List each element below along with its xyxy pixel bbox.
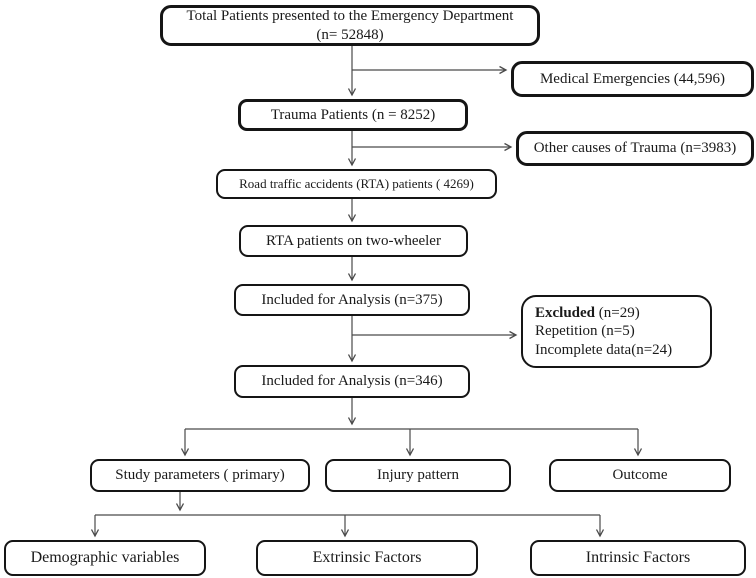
node-excluded-line2: Repetition (n=5)	[535, 323, 635, 340]
node-included-375: Included for Analysis (n=375)	[234, 284, 470, 316]
node-intrinsic-factors-label: Intrinsic Factors	[585, 549, 691, 567]
node-injury-pattern-label: Injury pattern	[376, 467, 460, 484]
node-medical-emergencies: Medical Emergencies (44,596)	[511, 61, 754, 97]
node-rta-two-wheeler: RTA patients on two-wheeler	[239, 225, 468, 257]
node-included-346-label: Included for Analysis (n=346)	[261, 373, 443, 390]
node-excluded-bold-rest: (n=29)	[595, 305, 640, 322]
node-study-parameters-label: Study parameters ( primary)	[115, 467, 285, 484]
node-medical-emergencies-label: Medical Emergencies (44,596)	[539, 70, 726, 87]
node-trauma-patients-label: Trauma Patients (n = 8252)	[270, 106, 436, 123]
node-intrinsic-factors: Intrinsic Factors	[530, 540, 746, 576]
node-outcome-label: Outcome	[612, 467, 668, 484]
node-excluded: Excluded (n=29) Repetition (n=5) Incompl…	[521, 295, 712, 368]
node-study-parameters: Study parameters ( primary)	[90, 459, 310, 492]
node-included-375-label: Included for Analysis (n=375)	[261, 291, 443, 308]
node-excluded-bold: Excluded	[535, 305, 596, 322]
node-included-346: Included for Analysis (n=346)	[234, 365, 470, 398]
node-extrinsic-factors: Extrinsic Factors	[256, 540, 478, 576]
node-demographic-variables-label: Demographic variables	[30, 549, 180, 567]
node-excluded-line3: Incomplete data(n=24)	[535, 341, 673, 358]
node-total-patients-label: Total Patients presented to the Emergenc…	[186, 8, 514, 25]
node-injury-pattern: Injury pattern	[325, 459, 511, 492]
node-trauma-patients: Trauma Patients (n = 8252)	[238, 99, 468, 131]
node-rta-patients-label: Road traffic accidents (RTA) patients ( …	[239, 176, 474, 192]
node-demographic-variables: Demographic variables	[4, 540, 206, 576]
node-other-causes-trauma: Other causes of Trauma (n=3983)	[516, 131, 754, 166]
node-rta-two-wheeler-label: RTA patients on two-wheeler	[266, 232, 441, 249]
node-total-patients-count: (n= 52848)	[316, 26, 384, 43]
node-rta-patients: Road traffic accidents (RTA) patients ( …	[216, 169, 497, 199]
node-excluded-line1: Excluded (n=29)	[535, 304, 640, 322]
node-outcome: Outcome	[549, 459, 731, 492]
node-total-patients: Total Patients presented to the Emergenc…	[160, 5, 540, 46]
node-extrinsic-factors-label: Extrinsic Factors	[312, 549, 422, 567]
node-other-causes-trauma-label: Other causes of Trauma (n=3983)	[533, 140, 737, 157]
